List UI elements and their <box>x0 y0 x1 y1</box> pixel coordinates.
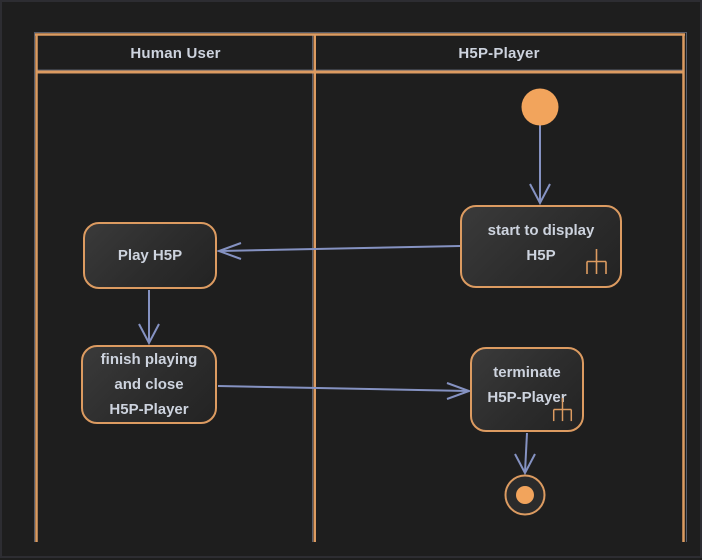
activity-node-start-to-display-h5p: start to display H5P <box>460 205 622 288</box>
edge-terminate-to-final <box>514 432 536 476</box>
lane-header-human-user: Human User <box>38 35 313 71</box>
frame-shadow-lines <box>34 32 687 542</box>
activity-label: start to display H5P <box>487 221 595 264</box>
activity-node-finish-playing-and-close: finish playing and close H5P-Player <box>81 345 217 424</box>
activity-label: Play H5P <box>117 247 183 264</box>
edges <box>138 125 551 476</box>
activity-label: terminate H5P-Player <box>487 363 567 406</box>
lane-header-label: H5P-Player <box>458 44 540 62</box>
edge-initial-to-start <box>529 125 551 206</box>
initial-state-node <box>521 88 559 126</box>
edge-start-to-play <box>216 242 461 260</box>
rake-icon <box>586 249 607 274</box>
lane-header-h5p-player: H5P-Player <box>316 35 682 71</box>
lane-header-label: Human User <box>130 44 221 62</box>
rake-icon <box>552 397 573 422</box>
final-state-node <box>504 474 546 516</box>
activity-label: finish playing and close H5P-Player <box>100 351 198 418</box>
swimlane-frame <box>35 33 685 542</box>
edge-play-to-finish <box>138 290 160 346</box>
activity-node-play-h5p: Play H5P <box>83 222 217 289</box>
edge-finish-to-terminate <box>217 382 472 400</box>
activity-node-terminate-h5p-player: terminate H5P-Player <box>470 347 584 432</box>
